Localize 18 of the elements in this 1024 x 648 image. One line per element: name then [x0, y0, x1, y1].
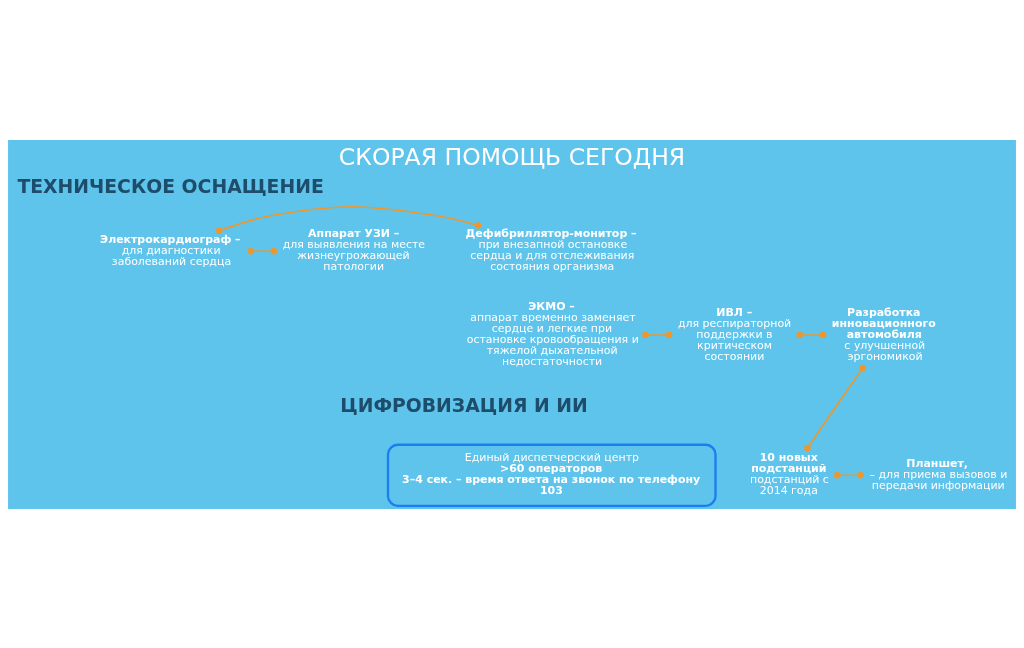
- node-text: Аппарат УЗИ – для выявления на месте жизнеугрожающей патологии: [282, 226, 426, 273]
- node-text: Планшет, – для приема вызовов и передачи информации: [869, 456, 1008, 492]
- label: ТЕХНИЧЕСКОЕ ОСНАЩЕНИЕ: [17, 175, 324, 197]
- node-text: Дефибриллятор-монитор – при внезапной остановке сердца и для отслеживания состояния организма: [465, 226, 637, 273]
- connector: [804, 364, 866, 451]
- node-text: Электрокардиограф – для диагностики заболеваний сердца: [100, 232, 241, 268]
- connector: [642, 331, 673, 338]
- connector: [215, 205, 482, 234]
- node-text: ИВЛ – для респираторной поддержки в критическом состоянии: [677, 305, 792, 363]
- node-text: Разработка инновационного автомобиля с улучшенной эргономикой: [831, 305, 936, 363]
- node-box: Единый диспетчерский центр >60 операторов 3–4 сек. – время ответа на звонок по телефону 103: [386, 443, 717, 507]
- diagram-title: СКОРАЯ ПОМОЩЬ СЕГОДНЯ: [338, 142, 686, 171]
- connector: [247, 247, 278, 255]
- connector: [796, 331, 827, 338]
- label: ЦИФРОВИЗАЦИЯ И ИИ: [340, 394, 588, 416]
- node-text: 10 новых подстанций подстанций с 2014 года: [749, 450, 829, 497]
- node-text: ЭКМО – аппарат временно заменяет сердце и легкие при остановке кровообращения и тяжелой дыхательной недостаточности: [466, 299, 639, 368]
- connector: [834, 471, 864, 479]
